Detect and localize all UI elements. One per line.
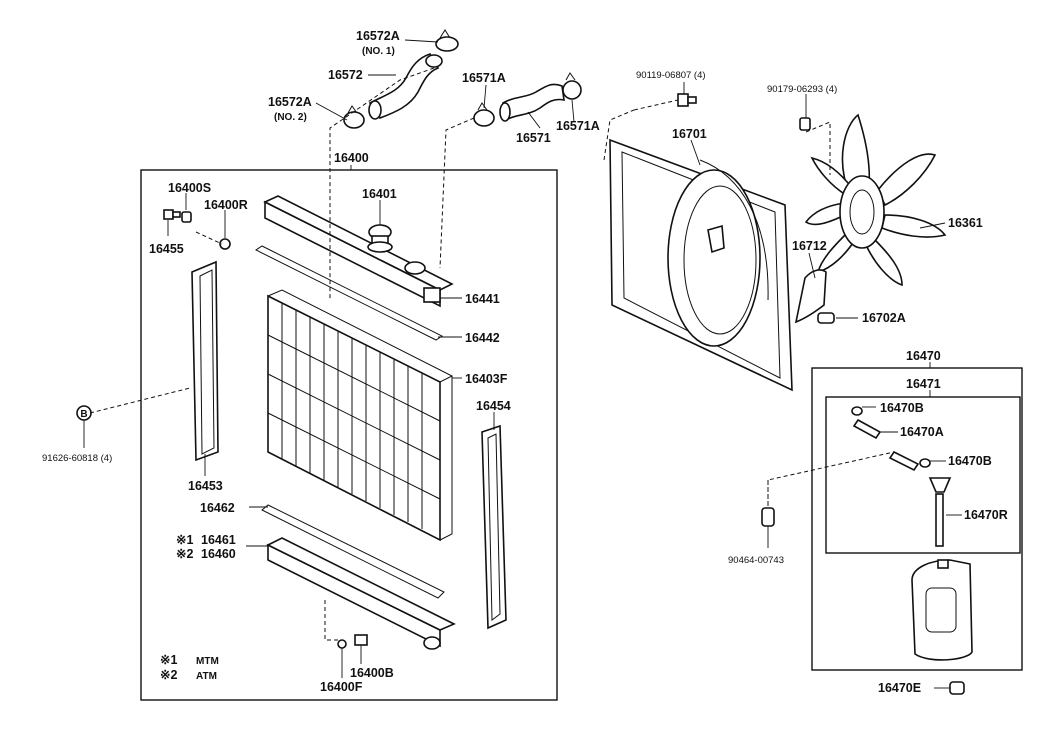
hose-clamp-16572A-no1 [435,29,459,52]
hose-clip-16470B-1 [851,406,863,416]
label-16470: 16470 [906,349,941,363]
label-mark1: ※1 [176,533,193,547]
lower-hose-16571 [499,83,565,122]
hose-clip-16470B-2 [919,458,931,468]
hose-clamp-16571A-top [473,102,495,127]
label-16571: 16571 [516,131,551,145]
drain-cock-16400B [354,634,368,646]
label-16455: 16455 [149,242,184,256]
label-16702A: 16702A [862,311,906,325]
label-16470B-1: 16470B [880,401,924,415]
label-16471: 16471 [906,377,941,391]
label-16454: 16454 [476,399,511,413]
label-16401: 16401 [362,187,397,201]
legend-mark2: ※2 [160,668,177,682]
plug-16400S [181,211,192,223]
hose-clamp-16572A-no2 [343,105,365,129]
lower-tank-16460 [266,537,456,650]
label-16460: 16460 [201,547,236,561]
label-90464-00743: 90464-00743 [728,555,784,566]
overflow-hose [888,450,920,472]
upper-tank-16441 [263,195,454,308]
label-16712: 16712 [792,239,827,253]
label-16400F: 16400F [320,680,363,694]
reserve-tank-body [911,559,973,661]
radiator-core-16403F [267,289,454,542]
bolt-16455 [163,209,181,220]
nut-90179 [799,117,811,131]
label-90179-06293: 90179-06293 (4) [767,84,837,95]
marker-b-letter: B [80,409,87,420]
fan-shroud-16701 [609,138,793,392]
label-16400R: 16400R [204,198,248,212]
radiator-cap-16401 [367,224,393,253]
label-16400B: 16400B [350,666,394,680]
label-16572A-no2: 16572A [268,95,312,109]
label-16441: 16441 [465,292,500,306]
reserve-tank-cap-16470E [949,681,965,695]
upper-hose-16572 [368,53,443,120]
label-16572A-no1: 16572A [356,29,400,43]
cooling-fan-16361 [804,113,947,287]
label-16470R: 16470R [964,508,1008,522]
hose-clamp-16571A-right [562,72,582,100]
tube-16470R [928,477,952,547]
label-16701: 16701 [672,127,707,141]
label-16470A: 16470A [900,425,944,439]
lower-gasket-16462 [261,504,445,599]
reserve-tank-cap-box [825,396,1021,554]
label-16361: 16361 [948,216,983,230]
label-16400S: 16400S [168,181,211,195]
clamp-90464 [761,507,775,527]
label-91626-60818: 91626-60818 (4) [42,453,112,464]
label-16572: 16572 [328,68,363,82]
label-16572A-no1-note: (NO. 1) [362,46,395,57]
legend-mark1: ※1 [160,653,177,667]
bolt-90119 [677,93,697,107]
label-90119-06807: 90119-06807 (4) [636,70,706,81]
dashed-reference-lines [89,67,895,641]
label-16400: 16400 [334,151,369,165]
leader-lines [83,39,962,689]
legend-mark1-text: MTM [196,656,219,667]
label-16470E: 16470E [878,681,921,695]
o-ring-16400R [219,238,231,250]
o-ring-16400F [337,639,347,649]
transmission-legend: ※1 MTM ※2 ATM [160,653,219,682]
label-16461: 16461 [201,533,236,547]
upper-gasket-16442 [255,245,443,341]
label-16470B-2: 16470B [948,454,992,468]
label-16571A-top: 16571A [462,71,506,85]
legend-mark2-text: ATM [196,671,217,682]
reserve-tank-box [811,367,1023,671]
radiator-assembly-box [140,169,558,701]
label-16572A-no2-note: (NO. 2) [274,112,307,123]
label-mark2: ※2 [176,547,193,561]
label-16462: 16462 [200,501,235,515]
label-16442: 16442 [465,331,500,345]
clip-16702A [817,312,835,324]
label-16571A-right: 16571A [556,119,600,133]
fan-shroud-lower-16712 [794,269,827,324]
side-support-16453 [191,260,219,462]
label-16403F: 16403F [465,372,508,386]
label-16453: 16453 [188,479,223,493]
hose-16470A [852,418,882,440]
side-support-16454 [481,424,507,630]
